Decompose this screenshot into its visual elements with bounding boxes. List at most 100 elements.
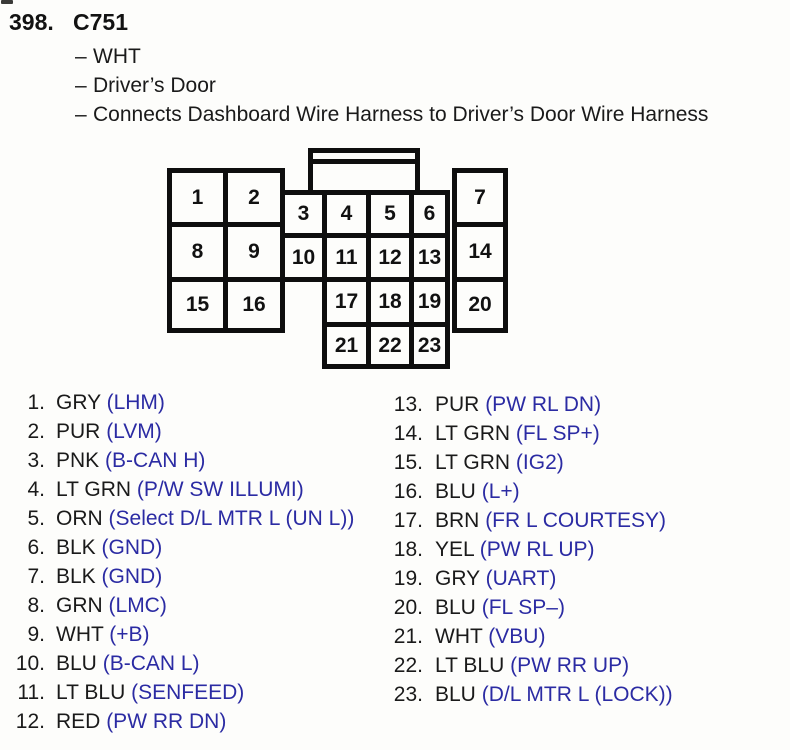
pin-description: BLU (FL SP–)	[435, 593, 565, 622]
signal-name: (UART)	[485, 567, 557, 590]
connector-cell-16: 16	[223, 277, 285, 333]
wire-color: BLK	[56, 536, 96, 559]
pin-row: 21.WHT (VBU)	[380, 622, 673, 651]
signal-name: (PW RR DN)	[106, 710, 227, 733]
signal-name: (L+)	[481, 480, 520, 503]
pin-number: 20.	[393, 596, 423, 619]
connector-cell-10: 10	[280, 233, 327, 282]
pin-description: BRN (FR L COURTESY)	[435, 506, 666, 535]
connector-cell-2: 2	[223, 168, 285, 227]
signal-name: (D/L MTR L (LOCK))	[481, 683, 673, 706]
pin-description: LT GRN (IG2)	[435, 448, 564, 477]
pin-number: 14.	[393, 422, 423, 445]
pin-number: 4.	[27, 478, 45, 501]
pin-row: 22. LT BLU (PW RR UP)	[380, 651, 673, 680]
connector-cell-23: 23	[409, 322, 450, 369]
pin-number: 13.	[393, 393, 423, 416]
wire-color: BLU	[435, 683, 476, 706]
header-bullet-list: –WHT–Driver’s Door–Connects Dashboard Wi…	[75, 42, 708, 129]
pin-description: BLU (B-CAN L)	[56, 649, 200, 678]
wire-color: GRN	[56, 594, 103, 617]
pin-number: 3.	[27, 449, 45, 472]
bullet-text: Driver’s Door	[93, 74, 216, 97]
pin-number: 19.	[393, 567, 423, 590]
pin-number: 16.	[393, 480, 423, 503]
page-title: 398. C751	[9, 11, 128, 34]
connector-cell-8: 8	[167, 222, 228, 282]
connector-cell-4: 4	[322, 190, 371, 238]
bullet-dash: –	[75, 103, 87, 126]
connector-code: C751	[73, 9, 128, 35]
pin-description: LT BLU (PW RR UP)	[435, 651, 629, 680]
pin-row: 5.ORN (Select D/L MTR L (UN L))	[10, 504, 354, 533]
pin-description: YEL (PW RL UP)	[435, 535, 595, 564]
connector-cell-15: 15	[167, 277, 228, 333]
pin-row: 7. BLK (GND)	[10, 562, 354, 591]
wire-color: LT GRN	[435, 422, 511, 445]
signal-name: (FL SP+)	[515, 422, 600, 445]
pin-description: GRY (UART)	[435, 564, 556, 593]
wire-color: LT BLU	[435, 654, 505, 677]
pin-description: PUR (PW RL DN)	[435, 390, 601, 419]
wire-color: PNK	[56, 449, 100, 472]
pin-number: 22.	[393, 654, 423, 677]
connector-cell-12: 12	[366, 233, 414, 282]
pin-description: ORN (Select D/L MTR L (UN L))	[56, 504, 354, 533]
connector-cell-6: 6	[409, 190, 450, 238]
wire-color: WHT	[56, 623, 104, 646]
wire-color: LT GRN	[56, 478, 132, 501]
pin-number: 1.	[27, 391, 45, 414]
pin-number: 15.	[393, 451, 423, 474]
bullet-item: –WHT	[75, 42, 708, 71]
pin-row: 3. PNK (B-CAN H)	[10, 446, 354, 475]
wire-color: PUR	[56, 420, 101, 443]
signal-name: (B-CAN H)	[105, 449, 206, 472]
wire-color: ORN	[56, 507, 103, 530]
signal-name: (GND)	[101, 536, 163, 559]
wire-color: LT BLU	[56, 681, 126, 704]
signal-name: (LHM)	[106, 391, 165, 414]
pin-description: RED (PW RR DN)	[56, 707, 226, 736]
signal-name: (GND)	[101, 565, 163, 588]
connector-cell-3: 3	[280, 190, 327, 238]
pin-list-right: 13. PUR (PW RL DN) 14. LT GRN (FL SP+) 15. LT…	[380, 390, 673, 709]
pin-description: LT GRN (P/W SW ILLUMI)	[56, 475, 304, 504]
pin-row: 19. GRY (UART)	[380, 564, 673, 593]
signal-name: (PW RR UP)	[510, 654, 630, 677]
bullet-item: –Connects Dashboard Wire Harness to Driv…	[75, 100, 708, 129]
connector-cell-9: 9	[223, 222, 285, 282]
connector-cell-21: 21	[322, 322, 371, 369]
signal-name: (Select D/L MTR L (UN L))	[108, 507, 355, 530]
pin-description: PNK (B-CAN H)	[56, 446, 205, 475]
pin-number: 2.	[27, 420, 45, 443]
wire-color: GRY	[435, 567, 480, 590]
connector-cell-11: 11	[322, 233, 371, 282]
pin-number: 6.	[27, 536, 45, 559]
bullet-item: –Driver’s Door	[75, 71, 708, 100]
wire-color: BRN	[435, 509, 480, 532]
pin-number: 23.	[393, 683, 423, 706]
connector-cell-14: 14	[452, 222, 508, 282]
pin-description: PUR (LVM)	[56, 417, 162, 446]
latch-tab-line	[313, 159, 415, 164]
pin-row: 23. BLU (D/L MTR L (LOCK))	[380, 680, 673, 709]
pin-description: BLK (GND)	[56, 562, 162, 591]
signal-name: (P/W SW ILLUMI)	[136, 478, 304, 501]
signal-name: (IG2)	[515, 451, 564, 474]
pin-row: 14. LT GRN (FL SP+)	[380, 419, 673, 448]
pin-number: 7.	[27, 565, 45, 588]
pin-description: WHT (+B)	[56, 620, 150, 649]
connector-cell-18: 18	[366, 277, 414, 327]
signal-name: (PW RL UP)	[479, 538, 595, 561]
pin-number: 10.	[15, 652, 45, 675]
connector-cell-19: 19	[409, 277, 450, 327]
pin-row: 8.GRN (LMC)	[10, 591, 354, 620]
signal-name: (VBU)	[488, 625, 546, 648]
connector-cell-5: 5	[366, 190, 414, 238]
pin-row: 9.WHT (+B)	[10, 620, 354, 649]
bullet-dash: –	[75, 45, 87, 68]
signal-name: (PW RL DN)	[485, 393, 602, 416]
pin-number: 18.	[393, 538, 423, 561]
pin-description: GRY (LHM)	[56, 388, 165, 417]
